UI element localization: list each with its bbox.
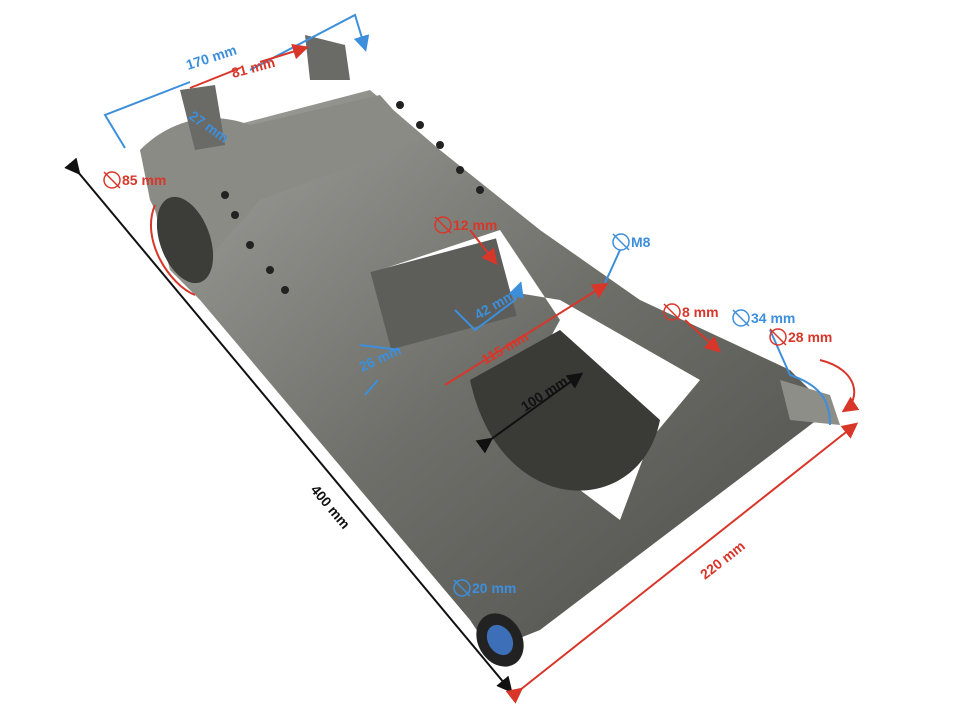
label-34: 34 mm [751,310,795,326]
diameter-icon [434,216,452,234]
dim-26-line [359,344,401,396]
diameter-icon [732,309,750,327]
dim-12-line [469,229,498,266]
dim-42-line [454,281,524,332]
dim-28-arc [819,359,860,413]
diameter-icons [103,171,787,597]
dim-81-line [189,48,305,89]
dim-115-line [444,282,609,386]
label-85: 85 mm [122,172,166,188]
diameter-icon [103,171,121,189]
dim-170-line [103,13,365,149]
dim-100-line [475,372,584,454]
label-20: 20 mm [472,580,516,596]
label-400: 400 mm [308,482,354,532]
label-12: 12 mm [453,217,497,233]
diameter-icon [663,303,681,321]
label-m8: M8 [631,234,651,250]
diameter-icon [612,233,630,251]
dim-85-arc [149,204,196,296]
dim-m8-line [604,249,621,284]
label-28: 28 mm [788,329,832,345]
diameter-icon [769,328,787,346]
label-81: 81 mm [230,54,277,81]
label-8: 8 mm [682,304,719,320]
diameter-icon [453,579,471,597]
dim-220-line [505,422,859,704]
dim-34-line [769,329,831,426]
dim-400-line [64,157,513,694]
dim-8-line [684,319,721,353]
